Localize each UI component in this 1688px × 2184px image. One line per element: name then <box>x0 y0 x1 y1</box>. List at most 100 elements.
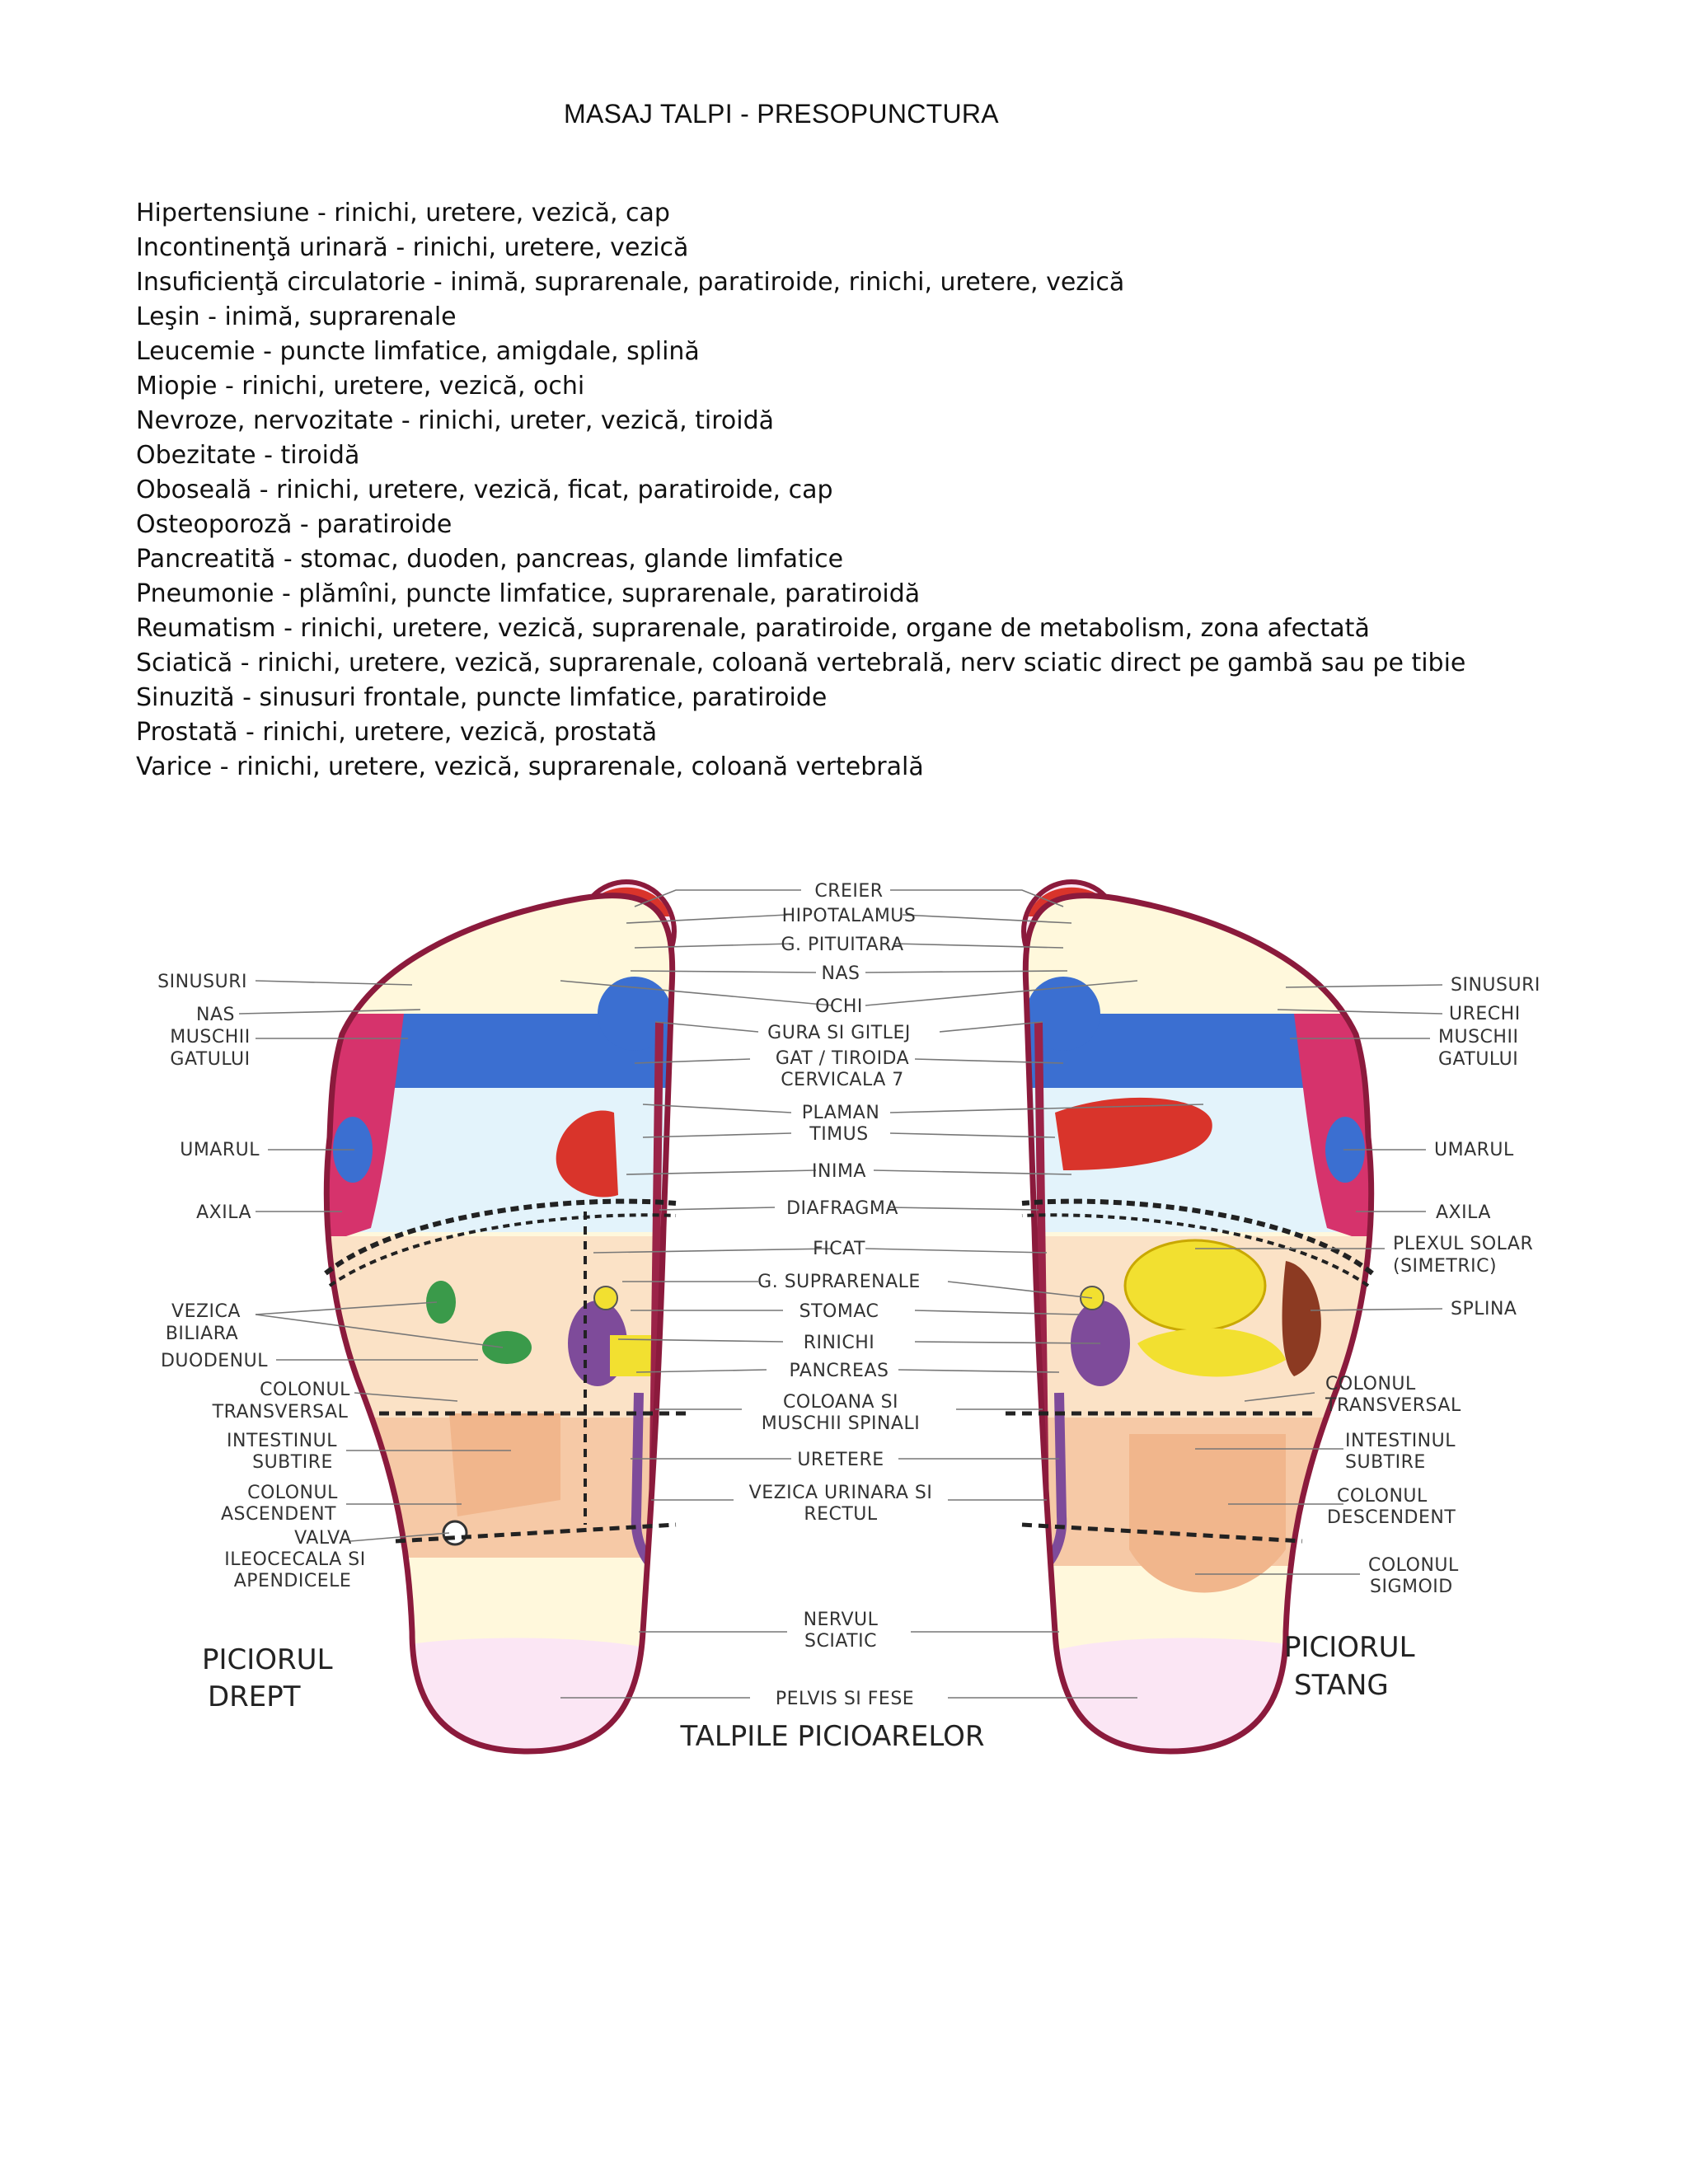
leader-lines <box>238 889 1443 1699</box>
label-transversal: TRANSVERSAL <box>212 1402 349 1422</box>
label-colonul-3: COLONUL <box>1368 1555 1459 1576</box>
label-suprarenale: G. SUPRARENALE <box>757 1272 921 1292</box>
gallbladder-zone <box>426 1281 456 1324</box>
label-rectul: RECTUL <box>804 1504 878 1525</box>
condition-line: Sinuzită - sinusuri frontale, puncte lim… <box>136 683 828 712</box>
label-sinusuri: SINUSURI <box>1451 975 1540 996</box>
adrenal-zone <box>593 1286 618 1310</box>
label-muschii-spinali: MUSCHII SPINALI <box>762 1413 920 1434</box>
heel-upper <box>326 1558 673 1640</box>
page-title: MASAJ TALPI - PRESOPUNCTURA <box>564 99 999 129</box>
colon-zone <box>449 1413 560 1516</box>
pancreas-zone <box>610 1335 651 1376</box>
label-colonul: COLONUL <box>1325 1374 1416 1394</box>
label-splina: SPLINA <box>1451 1299 1517 1319</box>
label-sciatic: SCIATIC <box>804 1631 877 1652</box>
label-nas: NAS <box>822 963 860 984</box>
right-side-labels: SINUSURI URECHI MUSCHII GATULUI UMARUL A… <box>1325 975 1540 1597</box>
label-simetric: (SIMETRIC) <box>1393 1256 1497 1277</box>
label-diafragma: DIAFRAGMA <box>786 1198 898 1219</box>
label-vezica: VEZICA <box>171 1301 241 1322</box>
label-inima: INIMA <box>812 1161 866 1182</box>
label-cervicala: CERVICALA 7 <box>781 1070 904 1090</box>
spleen-zone <box>1282 1261 1321 1376</box>
label-pancreas: PANCREAS <box>790 1361 889 1381</box>
diaphragm-line <box>1021 1213 1370 1287</box>
label-pituitara: G. PITUITARA <box>781 935 903 955</box>
right-foot-title-1: PICIORUL <box>202 1643 333 1676</box>
label-colonul-2: COLONUL <box>1337 1486 1428 1507</box>
label-intestinul: INTESTINUL <box>227 1431 337 1451</box>
condition-line: Leşin - inimă, suprarenale <box>136 302 457 331</box>
left-foot-title-1: PICIORUL <box>1284 1631 1415 1664</box>
sole-outline <box>1022 893 1375 1755</box>
heart-zone <box>556 1110 618 1197</box>
colon-zone <box>1129 1434 1286 1593</box>
condition-line: Varice - rinichi, uretere, vezică, supra… <box>136 752 924 781</box>
label-rinichi: RINICHI <box>804 1333 875 1353</box>
liver-zone <box>326 1236 673 1418</box>
condition-line: Pneumonie - plămîni, puncte limfatice, s… <box>136 579 921 608</box>
condition-line: Nevroze, nervozitate - rinichi, ureter, … <box>136 406 775 435</box>
condition-line: Oboseală - rinichi, uretere, vezică, fic… <box>136 476 833 504</box>
label-ochi: OCHI <box>815 996 863 1017</box>
label-uretere: URETERE <box>797 1450 884 1470</box>
label-umarul: UMARUL <box>180 1140 260 1160</box>
label-hipotalamus: HIPOTALAMUS <box>782 906 917 926</box>
label-creier: CREIER <box>814 881 883 902</box>
label-gatului: GATULUI <box>1438 1049 1518 1070</box>
condition-line: Hipertensiune - rinichi, uretere, vezică… <box>136 199 670 227</box>
label-urechi: URECHI <box>1449 1004 1521 1024</box>
center-labels: CREIER HIPOTALAMUS G. PITUITARA NAS OCHI… <box>749 881 933 1709</box>
label-ascendent: ASCENDENT <box>221 1504 336 1525</box>
label-gatului: GATULUI <box>170 1049 250 1070</box>
condition-line: Leucemie - puncte limfatice, amigdale, s… <box>136 337 700 366</box>
condition-line: Pancreatită - stomac, duoden, pancreas, … <box>136 545 844 574</box>
condition-line: Osteoporoză - paratiroide <box>136 510 452 539</box>
diaphragm-line <box>324 1198 677 1276</box>
label-ficat: FICAT <box>813 1239 865 1259</box>
diaphragm-line <box>328 1213 677 1287</box>
solar-plexus-zone <box>1123 1239 1267 1333</box>
diaphragm-line <box>1021 1198 1374 1276</box>
label-axila: AXILA <box>196 1202 251 1223</box>
label-vezica-urinara: VEZICA URINARA SI <box>749 1483 933 1503</box>
label-colonul-2: COLONUL <box>247 1483 338 1503</box>
label-sinusuri: SINUSURI <box>157 972 247 992</box>
thyroid-zone <box>598 977 672 1051</box>
label-muschii: MUSCHII <box>170 1027 250 1047</box>
label-gat-tiroida: GAT / TIROIDA <box>776 1048 909 1069</box>
condition-line: Reumatism - rinichi, uretere, vezică, su… <box>136 614 1370 643</box>
foot-titles: PICIORUL DREPT PICIORUL STANG TALPILE PI… <box>202 1631 1415 1753</box>
label-valva: VALVA <box>294 1528 352 1549</box>
condition-line: Prostată - rinichi, uretere, vezică, pro… <box>136 718 658 747</box>
label-umarul: UMARUL <box>1434 1140 1514 1160</box>
conditions-list: Hipertensiune - rinichi, uretere, vezică… <box>136 196 1465 785</box>
sole-outline <box>323 893 676 1755</box>
label-gura-gitlej: GURA SI GITLEJ <box>767 1023 911 1043</box>
thyroid-zone <box>1026 977 1100 1051</box>
label-nervul: NERVUL <box>804 1610 879 1630</box>
right-foot-title-2: DREPT <box>208 1680 301 1713</box>
heel-line <box>395 1522 677 1544</box>
condition-line: Incontinenţă urinară - rinichi, uretere,… <box>136 233 689 262</box>
label-muschii: MUSCHII <box>1438 1027 1518 1047</box>
label-ileocecala: ILEOCECALA SI <box>224 1549 365 1570</box>
condition-line: Insuficienţă circulatorie - inimă, supra… <box>136 268 1125 297</box>
right-foot <box>323 879 692 1755</box>
label-timus: TIMUS <box>809 1124 868 1145</box>
left-side-labels: SINUSURI NAS MUSCHII GATULUI UMARUL AXIL… <box>157 972 365 1591</box>
label-biliara: BILIARA <box>166 1324 238 1344</box>
label-stomac: STOMAC <box>799 1301 879 1322</box>
label-nas: NAS <box>196 1005 235 1025</box>
label-transversal: TRANSVERSAL <box>1325 1395 1461 1416</box>
duodenum-zone <box>482 1331 532 1364</box>
diagram-caption: TALPILE PICIOARELOR <box>679 1720 984 1753</box>
label-subtire: SUBTIRE <box>252 1452 333 1473</box>
heel-line <box>1021 1522 1303 1544</box>
condition-line: Miopie - rinichi, uretere, vezică, ochi <box>136 372 585 401</box>
label-axila: AXILA <box>1436 1202 1491 1223</box>
label-plexul-solar: PLEXUL SOLAR <box>1393 1234 1533 1254</box>
label-coloana: COLOANA SI <box>783 1392 898 1413</box>
pancreas-zone <box>1137 1328 1286 1377</box>
